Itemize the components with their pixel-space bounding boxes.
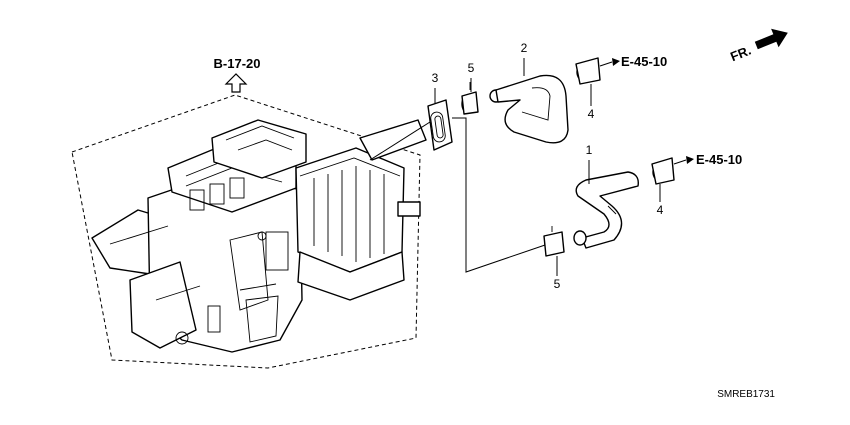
front-indicator: FR. bbox=[728, 28, 788, 65]
upper-drain-hose bbox=[489, 74, 569, 144]
upper-connection-arrow-icon bbox=[599, 61, 613, 67]
callout-1[interactable]: 1 bbox=[586, 143, 593, 157]
lower-connection-arrow-icon bbox=[673, 159, 687, 165]
lower-tube-clamp bbox=[651, 157, 675, 185]
upper-hose-clamp bbox=[461, 82, 479, 115]
lower-hose-clamp bbox=[543, 226, 565, 257]
upper-tube-clamp bbox=[575, 57, 601, 85]
grommet-leader-line bbox=[369, 121, 431, 161]
heater-unit-assembly bbox=[91, 119, 427, 353]
reference-arrow-icon bbox=[224, 73, 248, 93]
upper-connection-ref-label[interactable]: E-45-10 bbox=[621, 54, 667, 69]
grommet-part bbox=[427, 99, 453, 151]
callout-4-lower[interactable]: 4 bbox=[657, 203, 664, 217]
drain-routing-line bbox=[452, 117, 549, 273]
callout-3[interactable]: 3 bbox=[432, 71, 439, 85]
lower-drain-hose bbox=[573, 171, 639, 249]
diagram-code: SMREB1731 bbox=[717, 389, 775, 400]
callout-4-upper[interactable]: 4 bbox=[588, 107, 595, 121]
heater-unit-ref-label[interactable]: B-17-20 bbox=[214, 56, 261, 71]
heater-unit-dashed-outline bbox=[71, 94, 421, 369]
callout-5-upper[interactable]: 5 bbox=[468, 61, 475, 75]
front-arrow-icon bbox=[754, 28, 788, 50]
lower-connection-ref-label[interactable]: E-45-10 bbox=[696, 152, 742, 167]
front-indicator-label: FR. bbox=[728, 43, 753, 65]
callout-2[interactable]: 2 bbox=[521, 41, 528, 55]
callout-5-lower[interactable]: 5 bbox=[554, 277, 561, 291]
